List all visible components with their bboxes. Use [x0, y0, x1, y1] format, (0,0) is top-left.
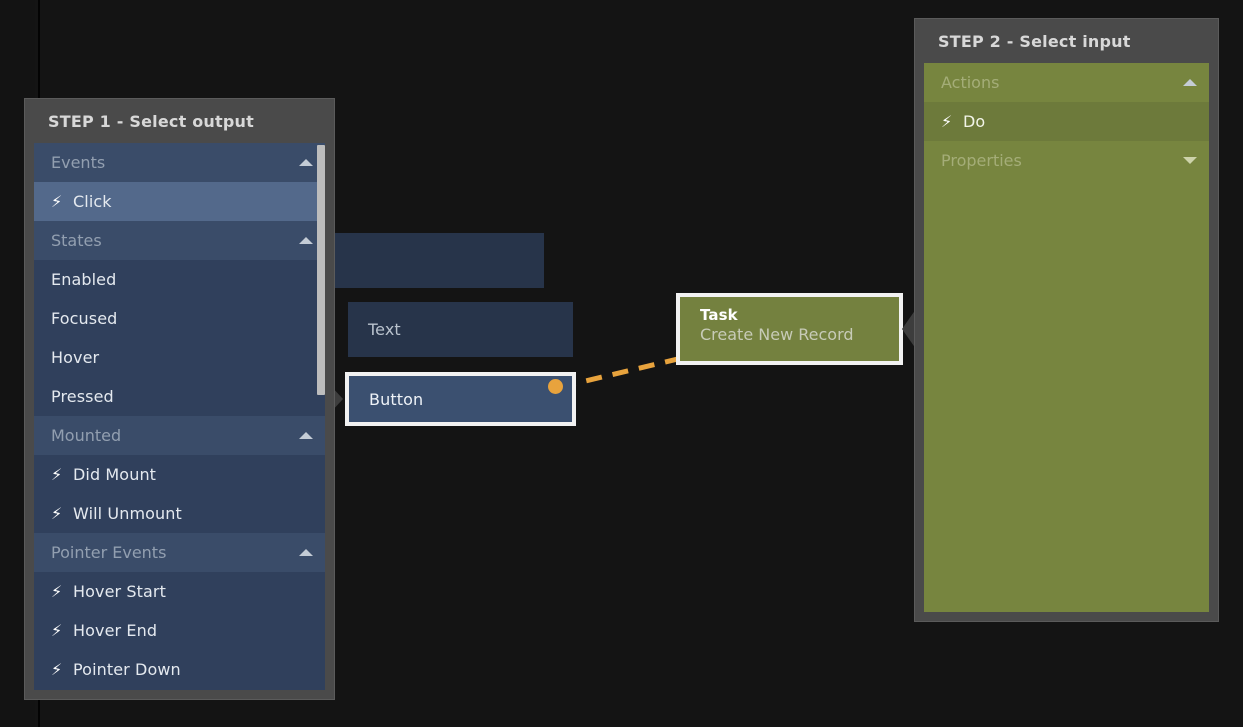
step1-group-header-states[interactable]: States [34, 221, 325, 260]
bolt-icon: ⚡ [941, 111, 953, 131]
step1-item-will-unmount[interactable]: ⚡ Will Unmount [34, 494, 325, 533]
item-label: Do [963, 112, 986, 131]
item-label: Focused [51, 309, 118, 328]
item-label: Pointer Down [73, 660, 181, 679]
step1-group-header-events[interactable]: Events [34, 143, 325, 182]
item-label: Hover [51, 348, 100, 367]
step1-scrollbar-track[interactable] [317, 143, 325, 690]
step1-group-header-mounted[interactable]: Mounted [34, 416, 325, 455]
bolt-icon: ⚡ [51, 620, 63, 640]
step1-item-pressed[interactable]: Pressed [34, 377, 325, 416]
chevron-down-icon[interactable] [1183, 157, 1197, 164]
step1-item-enabled[interactable]: Enabled [34, 260, 325, 299]
step1-item-pointer-down[interactable]: ⚡ Pointer Down [34, 650, 325, 689]
chevron-up-icon[interactable] [299, 237, 313, 244]
step1-item-hover[interactable]: Hover [34, 338, 325, 377]
group-header-label: Events [51, 153, 106, 172]
bolt-icon: ⚡ [51, 464, 63, 484]
node-button[interactable]: Button [345, 372, 576, 426]
step1-title: STEP 1 - Select output [48, 111, 254, 131]
node-text[interactable]: Text [348, 302, 573, 357]
item-label: Hover Start [73, 582, 166, 601]
bolt-icon: ⚡ [51, 659, 63, 679]
node-button-output-port-dot[interactable] [548, 379, 563, 394]
step2-item-do[interactable]: ⚡ Do [924, 102, 1209, 141]
step1-item-did-mount[interactable]: ⚡ Did Mount [34, 455, 325, 494]
item-label: Did Mount [73, 465, 157, 484]
step1-group-header-pointer-events[interactable]: Pointer Events [34, 533, 325, 572]
group-header-label: Mounted [51, 426, 122, 445]
chevron-up-icon[interactable] [299, 432, 313, 439]
node-task-output-port[interactable] [902, 309, 916, 349]
step1-item-click[interactable]: ⚡ Click [34, 182, 325, 221]
node-task-sublabel: Create New Record [700, 325, 854, 344]
group-header-label: Pointer Events [51, 543, 167, 562]
step2-group-header-properties[interactable]: Properties [924, 141, 1209, 180]
chevron-up-icon[interactable] [299, 159, 313, 166]
step1-item-hover-start[interactable]: ⚡ Hover Start [34, 572, 325, 611]
step2-group-header-actions[interactable]: Actions [924, 63, 1209, 102]
bolt-icon: ⚡ [51, 581, 63, 601]
step1-scrollbar-thumb[interactable] [317, 145, 325, 395]
bolt-icon: ⚡ [51, 191, 63, 211]
chevron-up-icon[interactable] [299, 549, 313, 556]
item-label: Pressed [51, 387, 114, 406]
step1-item-hover-end[interactable]: ⚡ Hover End [34, 611, 325, 650]
group-header-label: Properties [941, 151, 1022, 170]
node-task[interactable]: Task Create New Record [676, 293, 903, 365]
item-label: Click [73, 192, 112, 211]
node-button-label: Button [369, 389, 424, 409]
group-header-label: States [51, 231, 102, 250]
item-label: Will Unmount [73, 504, 182, 523]
group-header-label: Actions [941, 73, 1000, 92]
item-label: Enabled [51, 270, 117, 289]
step1-item-focused[interactable]: Focused [34, 299, 325, 338]
step2-title: STEP 2 - Select input [938, 31, 1131, 51]
node-task-label: Task [700, 306, 738, 324]
chevron-up-icon[interactable] [1183, 79, 1197, 86]
bolt-icon: ⚡ [51, 503, 63, 523]
node-text-label: Text [368, 320, 401, 339]
item-label: Hover End [73, 621, 158, 640]
